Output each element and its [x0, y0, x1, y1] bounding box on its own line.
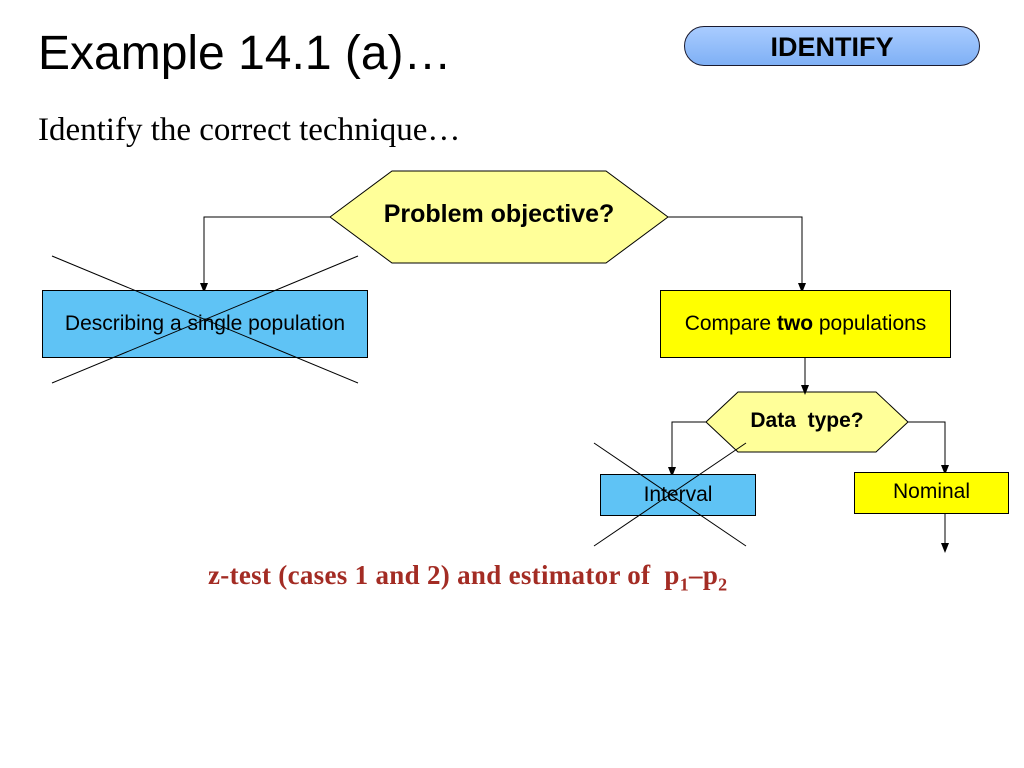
compare-emphasis: two	[776, 312, 814, 335]
slide-title: Example 14.1 (a)…	[38, 27, 452, 80]
nominal-box: Nominal	[854, 472, 1009, 514]
problem-objective-label: Problem objective?	[383, 200, 615, 228]
compare-populations-box: Compare two populations	[660, 290, 951, 358]
compare-suffix: populations	[813, 312, 927, 335]
conclusion-formula: p1–p2	[664, 560, 728, 595]
compare-prefix: Compare	[684, 312, 777, 335]
arrow-to-compare	[668, 216, 806, 293]
conclusion-main: z-test (cases 1 and 2) and estimator of	[208, 560, 651, 590]
slide-subtitle: Identify the correct technique…	[38, 112, 461, 148]
interval-box: Interval	[600, 474, 756, 516]
arrow-to-nominal	[908, 421, 949, 475]
data-type-label: Data type?	[750, 409, 864, 432]
conclusion-text: z-test (cases 1 and 2) and estimator of p…	[208, 560, 727, 595]
arrow-to-single-population	[200, 216, 330, 293]
identify-badge: IDENTIFY	[684, 26, 980, 66]
single-population-box: Describing a single population	[42, 290, 368, 358]
arrow-to-interval	[668, 421, 706, 477]
